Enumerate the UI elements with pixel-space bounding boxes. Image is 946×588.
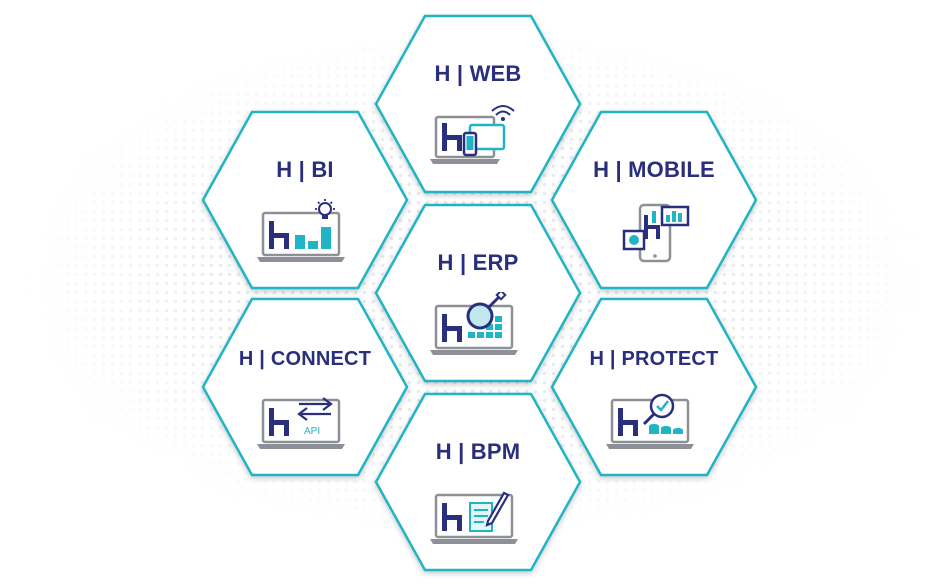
module-title-mobile: H | MOBILE — [593, 157, 715, 182]
module-title-web: H | WEB — [434, 61, 522, 86]
laptop-magnifier-check-icon — [606, 393, 694, 449]
hex-module-web[interactable]: H | WEB — [373, 13, 583, 195]
laptop-bar-chart-lightbulb-icon — [257, 199, 345, 262]
hexagon-frame — [374, 14, 582, 194]
module-title-bi: H | BI — [276, 157, 334, 182]
phone-chart-icon — [622, 203, 690, 263]
hexagon-frame — [374, 203, 582, 383]
hex-module-bi[interactable]: H | BI — [200, 109, 410, 291]
laptop-api-arrows-icon: API — [257, 397, 345, 449]
module-title-connect: H | CONNECT — [238, 348, 372, 370]
hexagon-frame — [550, 297, 758, 477]
hexagon-frame — [374, 392, 582, 572]
module-title-protect: H | PROTECT — [589, 348, 719, 370]
hex-module-protect[interactable]: H | PROTECT — [549, 296, 759, 478]
hexagon-frame — [550, 110, 758, 290]
hex-module-connect[interactable]: H | CONNECT API — [200, 296, 410, 478]
hex-module-bpm[interactable]: H | BPM — [373, 391, 583, 573]
module-title-bpm: H | BPM — [435, 439, 521, 464]
hexagon-frame — [201, 110, 409, 290]
laptop-document-pen-icon — [430, 491, 518, 544]
module-title-erp: H | ERP — [437, 250, 519, 275]
hex-module-mobile[interactable]: H | MOBILE — [549, 109, 759, 291]
hex-module-erp[interactable]: H | ERP — [373, 202, 583, 384]
laptop-phone-wifi-icon — [430, 105, 515, 164]
laptop-magnifier-grid-icon — [430, 292, 518, 355]
api-label: API — [304, 426, 320, 437]
hexagon-frame — [201, 297, 409, 477]
